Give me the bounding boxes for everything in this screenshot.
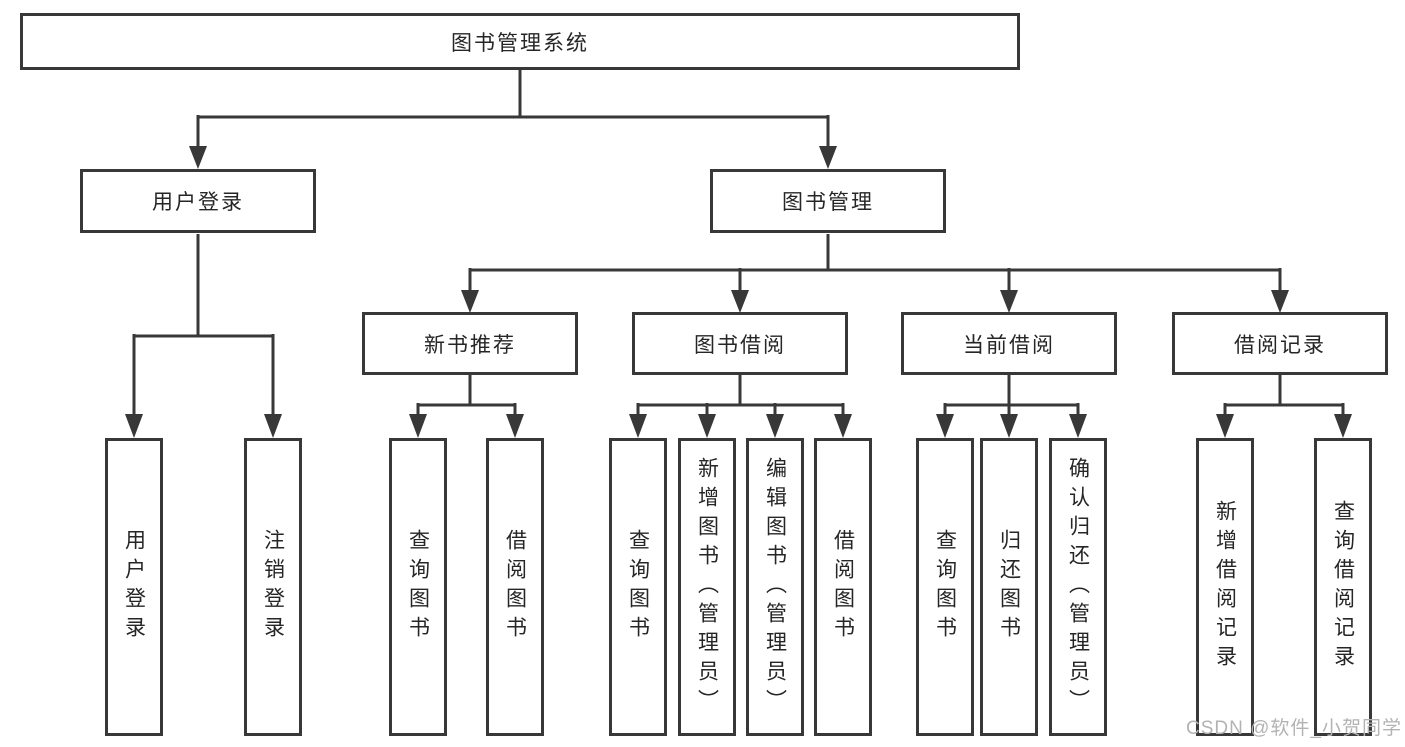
leaf-query-books-borrow: 查询图书 (609, 438, 667, 736)
leaf-label: 新增借阅记录 (1213, 500, 1237, 674)
leaf-query-borrow-record: 查询借阅记录 (1314, 438, 1372, 736)
leaf-user-login: 用户登录 (105, 438, 163, 736)
leaf-logout: 注销登录 (244, 438, 302, 736)
leaf-label: 查询图书 (626, 529, 650, 645)
leaf-query-books-recommend: 查询图书 (389, 438, 447, 736)
leaf-borrow-books-recommend: 借阅图书 (486, 438, 544, 736)
node-label: 借阅记录 (1234, 333, 1326, 357)
leaf-label: 归还图书 (997, 529, 1021, 645)
node-user-login: 用户登录 (80, 169, 316, 233)
leaf-label: 借阅图书 (503, 529, 527, 645)
node-label: 图书管理 (782, 191, 874, 214)
leaf-borrow-books: 借阅图书 (814, 438, 872, 736)
node-label: 用户登录 (152, 191, 244, 214)
leaf-label: 用户登录 (122, 529, 146, 645)
leaf-confirm-return-admin: 确认归还（管理员） (1049, 438, 1107, 736)
leaf-label: 查询图书 (406, 529, 430, 645)
leaf-label: 确认归还（管理员） (1066, 456, 1090, 718)
node-label: 图书管理系统 (451, 31, 589, 55)
node-current-borrow: 当前借阅 (901, 312, 1117, 375)
leaf-label: 编辑图书（管理员） (763, 456, 787, 718)
node-system-root: 图书管理系统 (20, 13, 1020, 70)
node-book-borrow: 图书借阅 (632, 312, 848, 375)
leaf-add-books-admin: 新增图书（管理员） (678, 438, 736, 736)
node-new-book-recommend: 新书推荐 (362, 312, 578, 375)
leaf-edit-books-admin: 编辑图书（管理员） (746, 438, 804, 736)
node-label: 当前借阅 (963, 333, 1055, 357)
leaf-return-books: 归还图书 (980, 438, 1038, 736)
node-book-management: 图书管理 (710, 169, 946, 233)
node-label: 新书推荐 (424, 333, 516, 357)
arrowheads (125, 146, 1352, 438)
leaf-label: 借阅图书 (831, 529, 855, 645)
leaf-label: 查询图书 (933, 529, 957, 645)
node-label: 图书借阅 (694, 333, 786, 357)
csdn-watermark: CSDN @软件_小贺同学 (1186, 718, 1402, 739)
leaf-label: 注销登录 (261, 529, 285, 645)
leaf-add-borrow-record: 新增借阅记录 (1196, 438, 1254, 736)
leaf-query-books-current: 查询图书 (916, 438, 974, 736)
node-borrow-records: 借阅记录 (1172, 312, 1388, 375)
leaf-label: 新增图书（管理员） (695, 456, 719, 718)
leaf-label: 查询借阅记录 (1331, 500, 1355, 674)
